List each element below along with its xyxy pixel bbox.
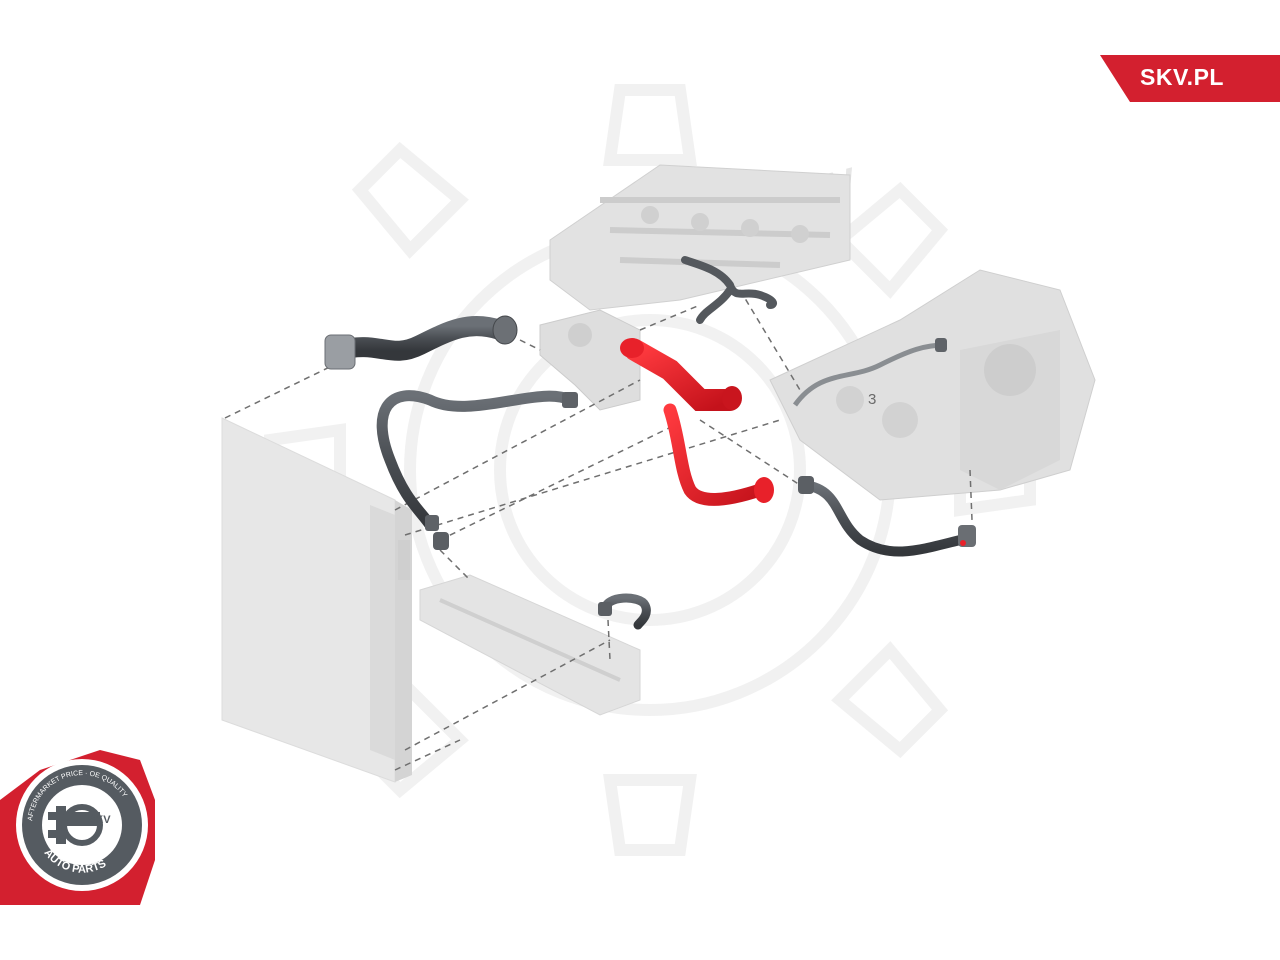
part-marker: 3 — [868, 391, 876, 408]
bypass-hose — [598, 593, 651, 630]
radiator-connector — [433, 532, 449, 550]
coolant-rail — [419, 574, 641, 716]
leader-lines — [224, 289, 973, 771]
metal-pipe — [792, 338, 947, 407]
brand-label[interactable]: SKV.PL — [1140, 64, 1224, 90]
brand-tab — [1100, 55, 1280, 102]
skv-seal-icon: SKV AFTERMARKET PRICE · OE QUALITY AUTO … — [0, 750, 155, 905]
head-hose — [681, 256, 777, 324]
lower-hose-left — [376, 390, 578, 531]
upper-radiator-hose — [324, 315, 518, 370]
highlighted-coolant-pipe — [620, 338, 774, 506]
radiator — [221, 417, 412, 783]
cylinder-head — [549, 164, 851, 311]
thermostat-housing — [539, 309, 641, 411]
seal-center-text: SKV — [88, 814, 111, 826]
engine-block: 3 — [769, 269, 1096, 501]
lower-hose-right — [798, 476, 976, 557]
